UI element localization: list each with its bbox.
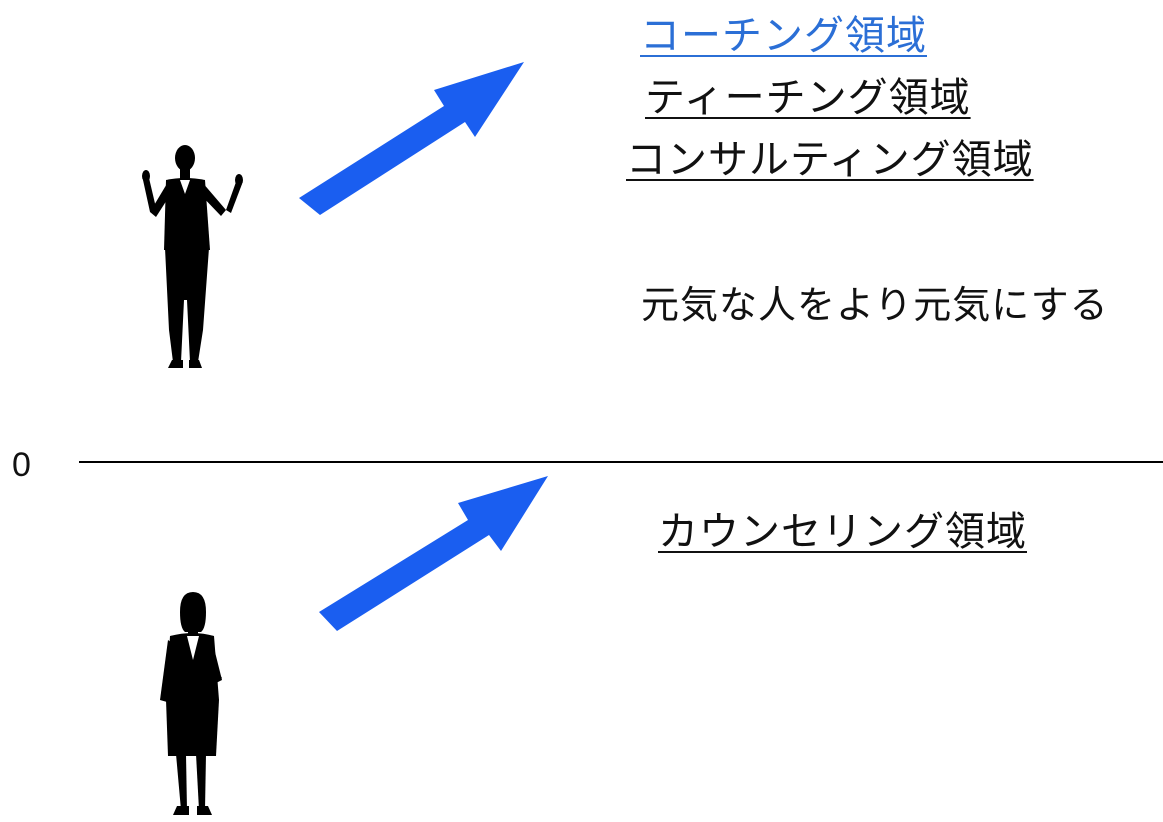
teaching-domain-label: ティーチング領域 bbox=[645, 75, 971, 121]
caption-text: 元気な人をより元気にする bbox=[641, 283, 1109, 327]
zero-baseline bbox=[79, 461, 1163, 463]
counseling-domain-label: カウンセリング領域 bbox=[658, 509, 1027, 555]
zero-axis-label: 0 bbox=[12, 446, 31, 484]
lower-arrow-shape bbox=[319, 476, 548, 631]
consulting-domain-label: コンサルティング領域 bbox=[626, 137, 1034, 183]
upper-arrow-shape bbox=[299, 62, 524, 215]
coaching-domain-label[interactable]: コーチング領域 bbox=[640, 13, 927, 59]
